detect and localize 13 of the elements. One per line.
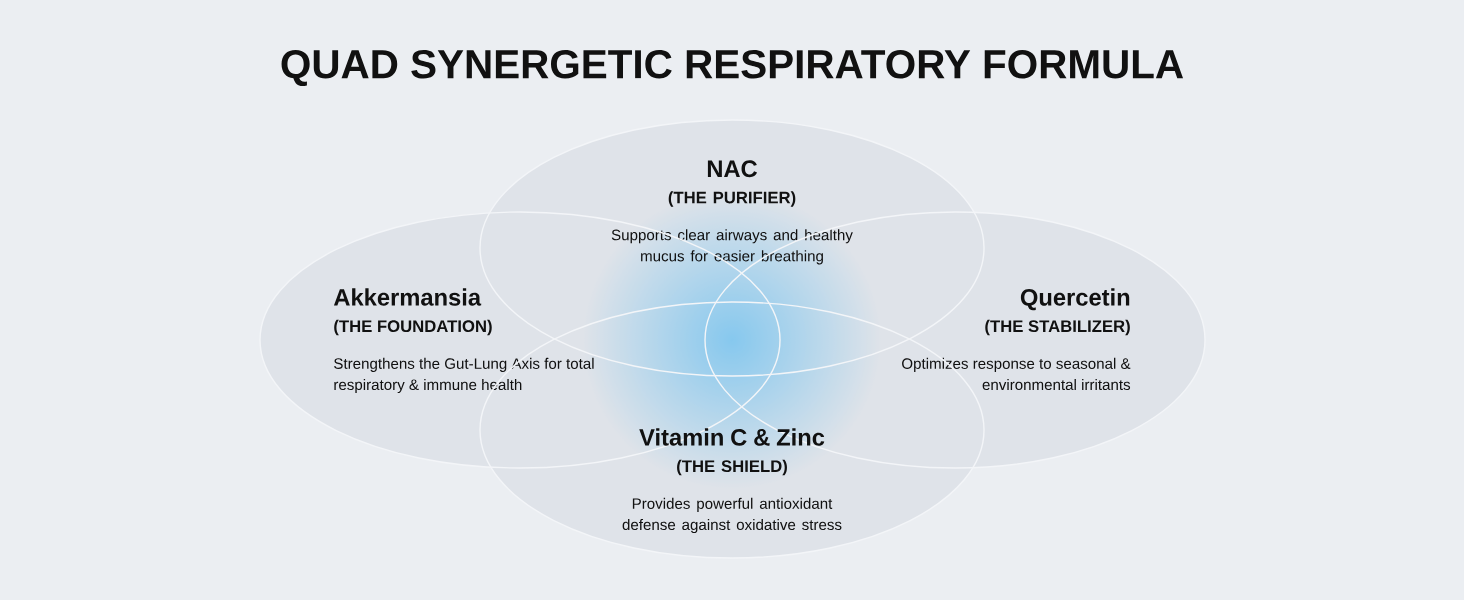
ingredient-role: (THE FOUNDATION) (334, 319, 492, 336)
ingredient-name: Quercetin (1020, 288, 1130, 311)
ingredient-name: NAC (707, 160, 758, 178)
description: Provides powerful antioxidant defense against oxidative stress (622, 497, 842, 534)
ingredient-name: Akkermansia (333, 288, 482, 306)
ingredient-name: Vitamin C & Zinc (639, 428, 825, 446)
ingredient-role: (THE STABILIZER) (985, 319, 1130, 336)
description: Optimizes response to seasonal & environmental irritants (902, 357, 1131, 391)
description: Supports clear airways and healthy mucus for easier breathing (611, 229, 853, 265)
ingredient-role: (THE SHIELD) (677, 459, 787, 476)
title: QUAD SYNERGETIC RESPIRATORY FORMULA (281, 49, 1184, 87)
ingredient-role: (THE PURIFIER) (668, 191, 796, 207)
description: Strengthens the Gut-Lung Axis for total respiratory & immune health (334, 357, 594, 394)
